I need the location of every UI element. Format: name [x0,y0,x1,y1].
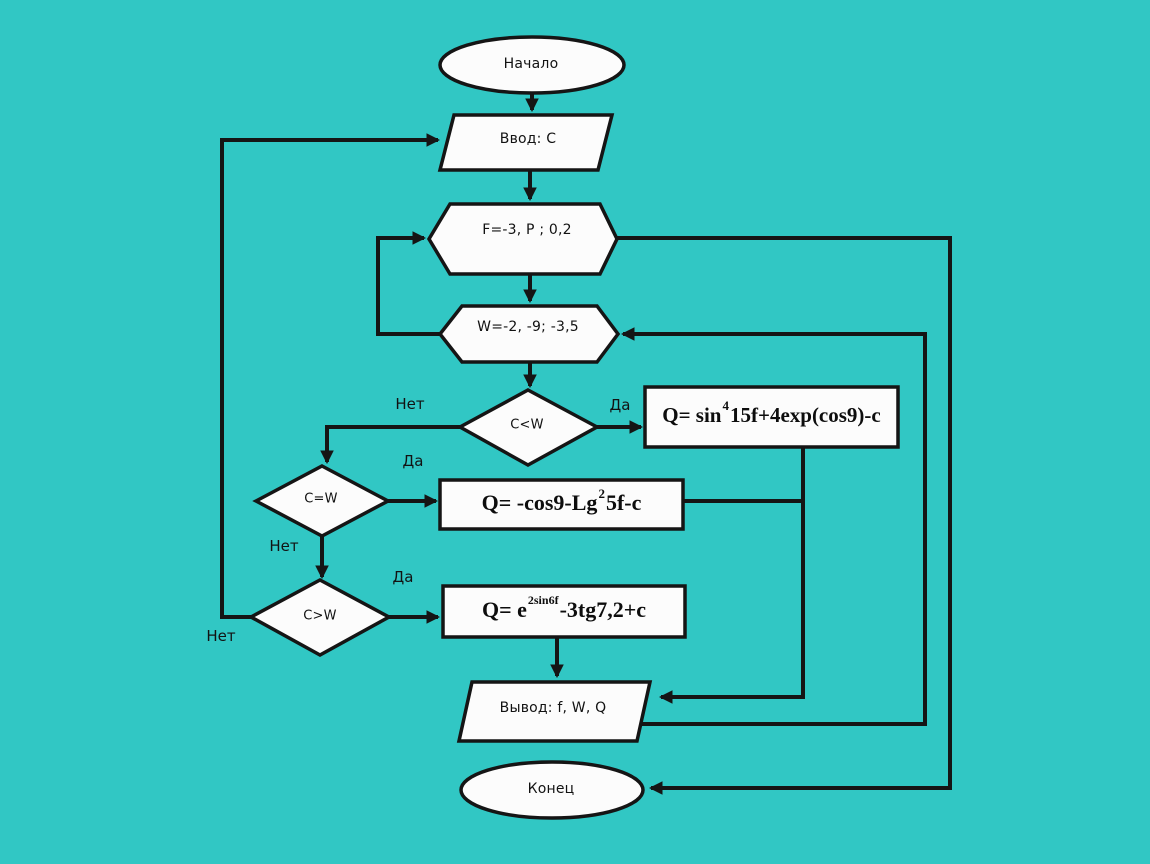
dec1-yes-label: Да [609,396,631,414]
output-label: Вывод: f, W, Q [499,700,607,716]
calc2-formula-post: 5f-c [605,489,642,515]
dec1-no-label: Нет [395,395,425,413]
calc2-formula-pre: Q= -cos9-Lg [481,489,598,515]
loop-f-label: F=-3, P ; 0,2 [482,222,572,238]
calc2-process-shape [438,478,685,531]
calc3-formula-pre: Q= e [481,596,527,622]
output-parallelogram-shape [456,680,653,743]
edge-loop-f-to-end [617,236,952,795]
decision-c-gt-w-label: C>W [303,608,337,624]
decision-c-eq-w-shape [252,464,392,538]
start-label: Начало [503,56,559,72]
edge-output-to-loop-w [620,327,927,726]
input-parallelogram-shape [437,113,615,172]
loop-w-hexagon-shape [437,304,621,364]
dec3-no-label: Нет [206,627,236,645]
loop-f-hexagon-shape [426,202,619,276]
end-terminator-shape [459,760,645,820]
calc1-process-shape [643,385,900,449]
calc3-formula-post: -3tg7,2+c [559,596,647,622]
dec3-yes-label: Да [392,568,414,586]
calc1-formula-superscript: 4 [722,398,729,413]
dec2-yes-label: Да [402,452,424,470]
end-label: Конец [527,781,575,797]
decision-c-lt-w-shape [456,388,601,468]
edge-dec3-no-to-input [220,133,441,619]
start-terminator-shape [438,35,626,95]
calc2-formula-superscript: 2 [598,485,605,501]
calc3-formula-superscript: 2sin6f [527,593,559,607]
edge-dec1-no-to-dec2 [320,425,460,465]
decision-c-gt-w-shape [247,578,393,657]
decision-c-lt-w-label: C<W [510,417,544,433]
calc1-formula-post: 15f+4exp(cos9)-c [729,402,881,427]
calc3-process-shape [441,584,687,639]
edge-calc1-to-output [658,447,805,704]
edge-loop-w-back-to-loop-f [376,231,440,336]
input-label: Ввод: C [499,131,557,147]
loop-w-label: W=-2, -9; -3,5 [477,319,579,335]
dec2-no-label: Нет [269,537,299,555]
decision-c-eq-w-label: C=W [304,491,338,507]
calc1-formula-pre: Q= sin [662,402,722,427]
